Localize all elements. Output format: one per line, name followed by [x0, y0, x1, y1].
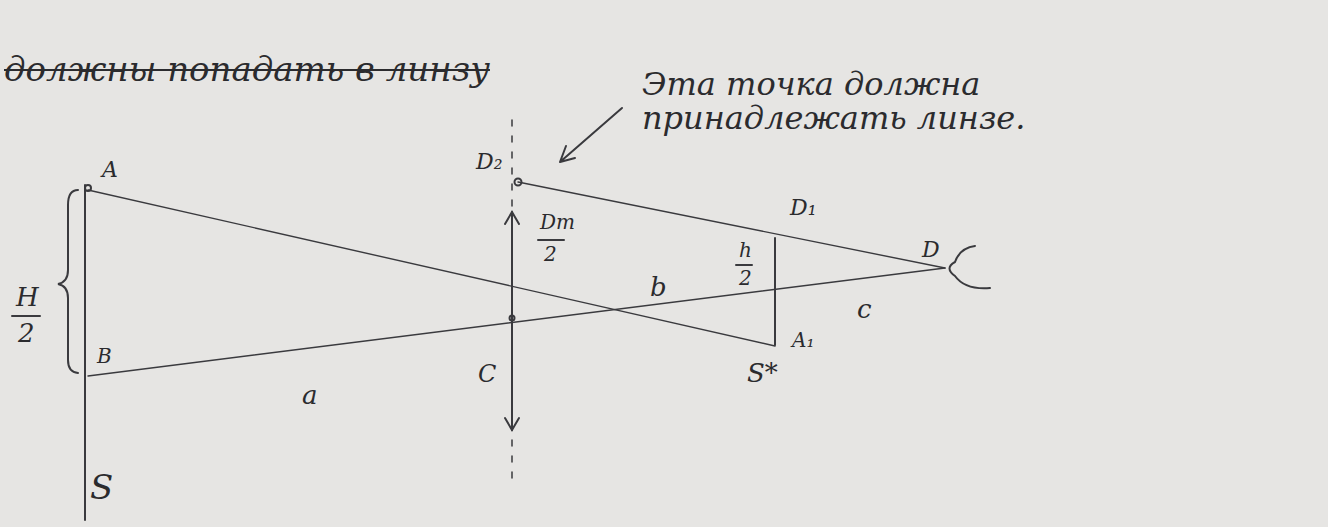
pointer-arrow [560, 108, 622, 162]
segment-label: a [300, 382, 320, 409]
brace [58, 190, 78, 373]
fraction-bar [538, 239, 564, 241]
point-label: C [476, 362, 498, 387]
point-label: A₁ [790, 330, 816, 351]
fraction-part: 2 [737, 268, 754, 289]
fraction-part: Dm [538, 212, 577, 233]
point [515, 179, 522, 186]
fraction-part: H [14, 284, 41, 311]
fraction-part: h [737, 240, 754, 261]
struck-note: должны попадать в линзу [2, 52, 492, 88]
ray [88, 268, 945, 376]
fraction-bar [736, 264, 752, 266]
lens-arrows [505, 212, 519, 430]
fraction-part: 2 [542, 244, 559, 265]
screen [774, 238, 776, 345]
eye [950, 246, 991, 288]
point-label: A [100, 158, 120, 181]
object-plane [84, 185, 86, 520]
plane-label: S* [745, 360, 780, 387]
point-label: B [95, 346, 114, 367]
point-label: D₂ [474, 150, 504, 173]
lens-axis [511, 120, 513, 480]
plane-label: S [88, 470, 115, 506]
point-label: D₁ [788, 196, 818, 219]
point [510, 316, 515, 321]
segment-label: c [855, 296, 874, 323]
segment-label: b [648, 274, 669, 301]
point-label: D [920, 238, 942, 261]
note: Эта точка должна принадлежать линзе. [640, 68, 1164, 135]
point [85, 185, 91, 191]
fraction-bar [12, 315, 40, 317]
fraction-part: 2 [16, 320, 37, 347]
ray [518, 182, 945, 268]
